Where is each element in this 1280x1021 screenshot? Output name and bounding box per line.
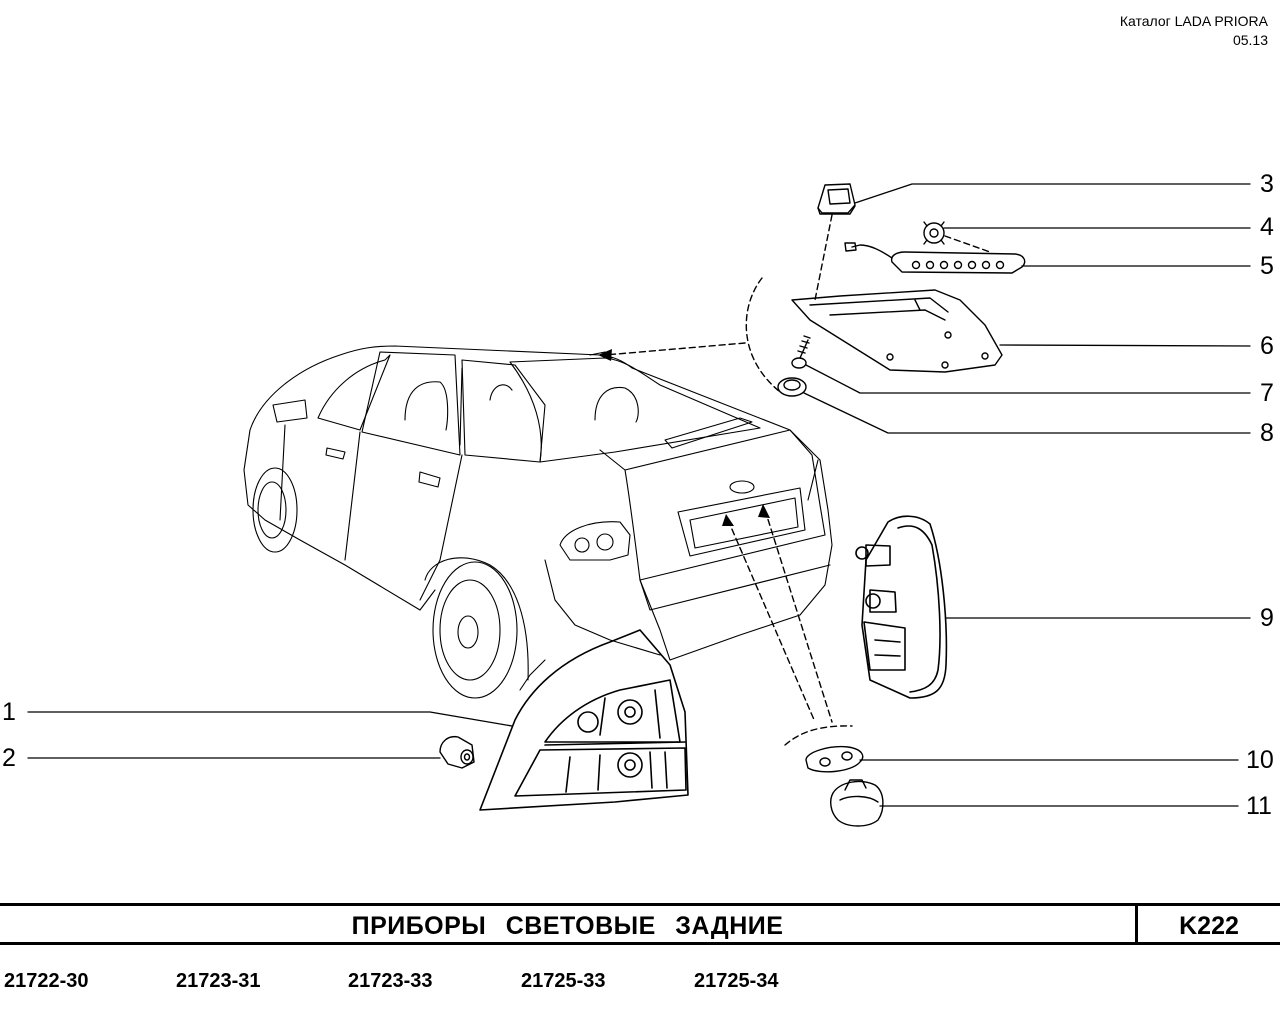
callout-11: 11 [1246, 792, 1272, 820]
assembly-lines [604, 214, 991, 746]
title-bar: ПРИБОРЫ СВЕТОВЫЕ ЗАДНИЕ K222 [0, 903, 1280, 945]
license-light-gasket [805, 745, 864, 773]
callout-6: 6 [1260, 332, 1274, 360]
tail-lamp-left [479, 629, 689, 811]
callout-1: 1 [2, 698, 16, 726]
arrowheads [598, 349, 770, 526]
callout-5: 5 [1260, 252, 1274, 280]
grommet-part8 [777, 377, 807, 397]
lamp-holder-part4 [923, 221, 945, 245]
callout-4: 4 [1260, 213, 1274, 241]
catalog-date: 05.13 [1232, 32, 1268, 48]
section-title: ПРИБОРЫ СВЕТОВЫЕ ЗАДНИЕ [351, 912, 784, 940]
spoiler-bracket [791, 289, 1003, 373]
bulb-socket [439, 735, 475, 769]
callout-2: 2 [2, 744, 16, 772]
brake-light-strip [844, 242, 1026, 274]
callout-10: 10 [1246, 746, 1274, 774]
model-code: 21723-31 [176, 970, 261, 992]
parts-diagram [27, 183, 1251, 827]
model-code: 21723-33 [348, 970, 433, 992]
catalog-header: Каталог LADA PRIORA 05.13 [1120, 12, 1268, 50]
tail-lamp-right [855, 515, 948, 699]
car-illustration [243, 345, 833, 699]
model-code: 21725-34 [694, 970, 779, 992]
connector-part3 [817, 183, 856, 215]
callout-7: 7 [1260, 379, 1274, 407]
model-code: 21722-30 [4, 970, 89, 992]
license-plate-lamp [830, 779, 884, 827]
model-code: 21725-33 [521, 970, 606, 992]
leader-lines [27, 183, 1251, 807]
page-code: K222 [1135, 906, 1280, 942]
catalog-title: Каталог LADA PRIORA [1119, 13, 1268, 29]
model-codes: 21722-30 21723-31 21723-33 21725-33 2172… [0, 970, 1280, 1000]
callout-3: 3 [1260, 170, 1274, 198]
callout-8: 8 [1260, 419, 1274, 447]
callout-9: 9 [1260, 604, 1274, 632]
screw-part7 [791, 335, 811, 369]
